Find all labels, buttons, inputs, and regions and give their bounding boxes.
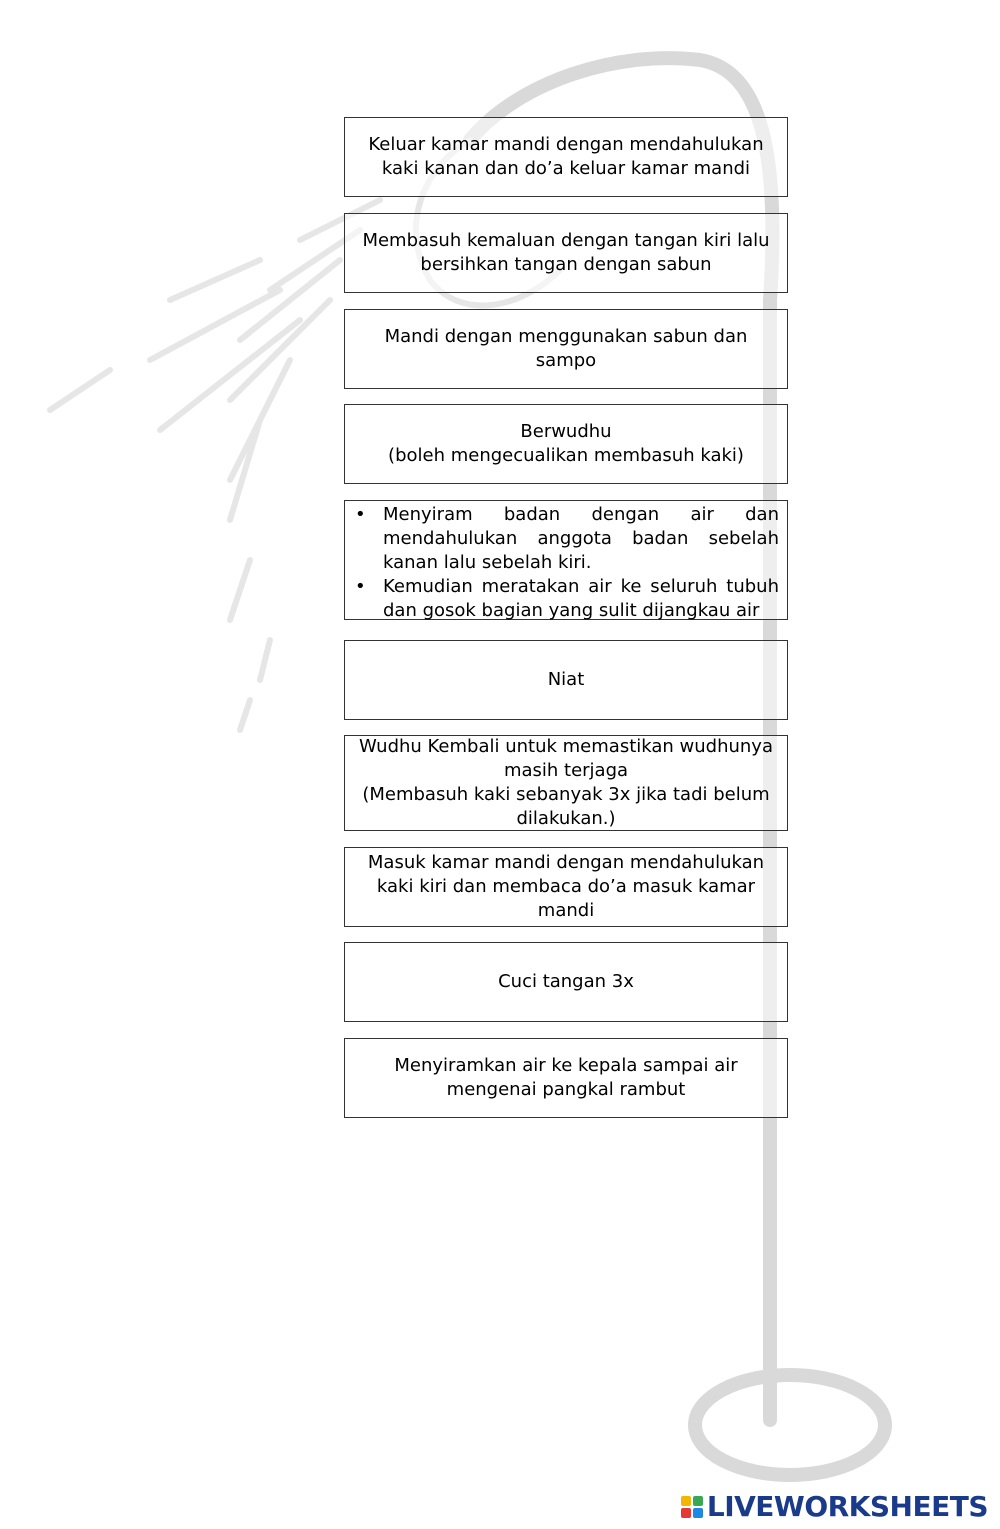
logo-square — [680, 1507, 691, 1518]
step-card-4[interactable]: Berwudhu (boleh mengecualikan membasuh k… — [344, 404, 788, 484]
step-card-5[interactable]: Menyiram badan dengan air dan mendahuluk… — [344, 500, 788, 623]
step-card-9[interactable]: Cuci tangan 3x — [344, 942, 788, 1022]
step-bullet-list: Menyiram badan dengan air dan mendahuluk… — [353, 503, 779, 623]
step-text: Keluar kamar mandi dengan mendahulukan k… — [368, 134, 764, 179]
step-card-6[interactable]: Niat — [344, 640, 788, 720]
step-text: Membasuh kemaluan dengan tangan kiri lal… — [362, 230, 770, 275]
liveworksheets-icon — [680, 1495, 703, 1518]
step-card-7[interactable]: Wudhu Kembali untuk memastikan wudhunya … — [344, 735, 788, 831]
step-text: Masuk kamar mandi dengan mendahulukan ka… — [367, 852, 765, 921]
logo-square — [692, 1507, 703, 1518]
step-text: Niat — [547, 669, 585, 690]
step-text: Menyiramkan air ke kepala sampai air men… — [394, 1055, 738, 1100]
step-text: Berwudhu (boleh mengecualikan membasuh k… — [388, 421, 744, 466]
logo-square — [680, 1495, 691, 1506]
step-text: Mandi dengan menggunakan sabun dan sampo — [384, 326, 748, 371]
liveworksheets-logo: LIVEWORKSHEETS — [680, 1490, 989, 1523]
step-bullet-item: Kemudian meratakan air ke seluruh tubuh … — [355, 575, 779, 623]
step-card-2[interactable]: Membasuh kemaluan dengan tangan kiri lal… — [344, 213, 788, 293]
step-card-3[interactable]: Mandi dengan menggunakan sabun dan sampo — [344, 309, 788, 389]
step-card-8[interactable]: Masuk kamar mandi dengan mendahulukan ka… — [344, 847, 788, 927]
step-card-10[interactable]: Menyiramkan air ke kepala sampai air men… — [344, 1038, 788, 1118]
brand-text: LIVEWORKSHEETS — [706, 1490, 989, 1523]
step-text: Cuci tangan 3x — [498, 971, 634, 992]
step-card-1[interactable]: Keluar kamar mandi dengan mendahulukan k… — [344, 117, 788, 197]
step-text: Wudhu Kembali untuk memastikan wudhunya … — [359, 736, 773, 829]
logo-square — [692, 1495, 703, 1506]
step-bullet-item: Menyiram badan dengan air dan mendahuluk… — [355, 503, 779, 575]
